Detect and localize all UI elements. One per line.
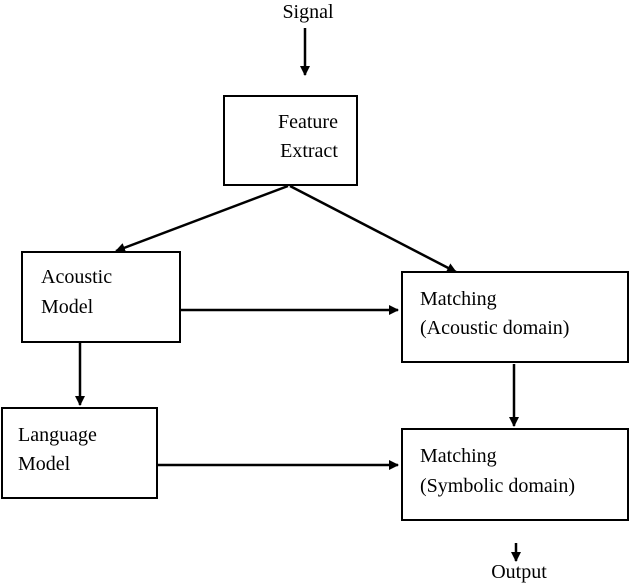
feature-extract-box: Feature Extract [223, 95, 358, 186]
feature-extract-rect [223, 95, 358, 186]
arrow-feature-to-acoustic [115, 184, 289, 253]
language-model-line2: Model [18, 453, 71, 475]
feature-extract-line2: Extract [280, 140, 338, 162]
matching-acoustic-box: Matching (Acoustic domain) [401, 271, 629, 363]
language-model-box: Language Model [1, 407, 158, 499]
language-model-rect [1, 407, 158, 499]
matching-acoustic-line2: (Acoustic domain) [420, 317, 569, 339]
acoustic-model-line2: Model [41, 296, 94, 318]
matching-acoustic-rect [401, 271, 629, 363]
matching-acoustic-line1: Matching [420, 288, 497, 310]
matching-symbolic-line1: Matching [420, 445, 497, 467]
signal-label: Signal [282, 1, 334, 23]
arrow-feature-to-matching-acoustic [289, 184, 457, 274]
matching-symbolic-line2: (Symbolic domain) [420, 475, 575, 497]
matching-symbolic-rect [401, 428, 629, 521]
acoustic-model-box: Acoustic Model [21, 251, 181, 343]
output-label: Output [491, 561, 547, 583]
language-model-line1: Language [18, 424, 97, 446]
feature-extract-line1: Feature [278, 111, 338, 133]
acoustic-model-rect [21, 251, 181, 343]
matching-symbolic-box: Matching (Symbolic domain) [401, 428, 629, 521]
acoustic-model-line1: Acoustic [41, 266, 112, 288]
